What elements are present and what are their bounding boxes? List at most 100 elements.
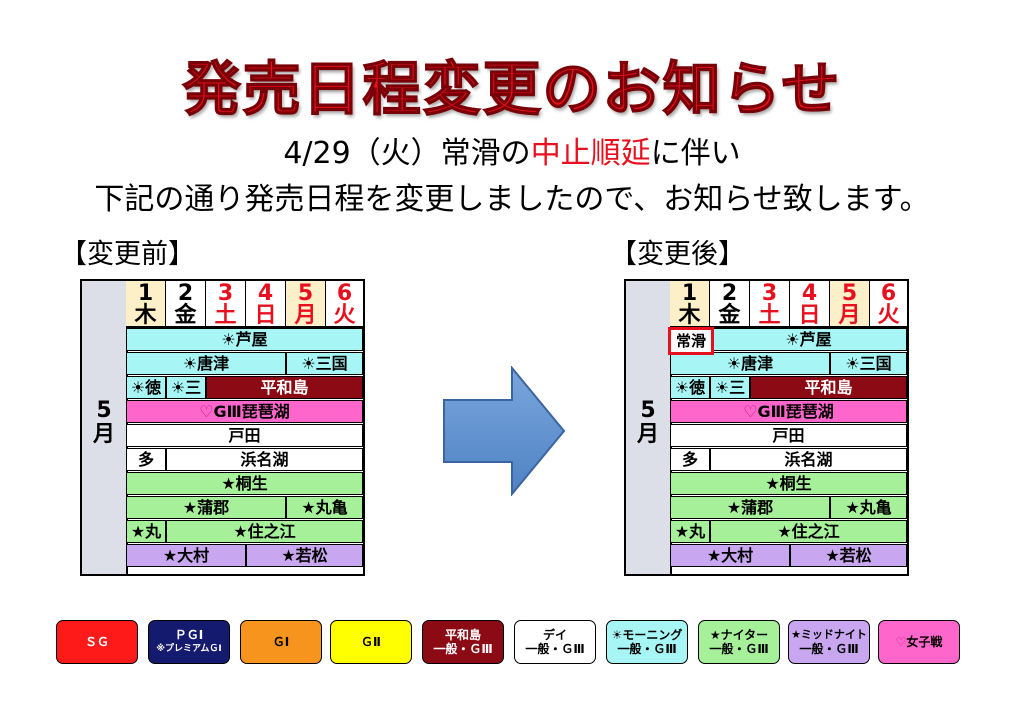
event-kiryu: ★桐生: [126, 472, 363, 495]
event-toda: 戸田: [670, 424, 907, 447]
legend-label: デイ: [542, 628, 567, 642]
event-mikuni: ☀三国: [286, 352, 363, 375]
month-column: 5月: [626, 281, 672, 574]
event-maru: ★丸: [670, 520, 710, 543]
legend-day: デイ一般・ＧⅢ: [514, 620, 596, 664]
day-of-week: 木: [678, 303, 701, 328]
legend-sublabel: 一般・ＧⅢ: [799, 642, 859, 656]
day-number: 5: [297, 281, 314, 306]
notice-highlight: 中止順延: [530, 136, 651, 171]
legend-label: ★ミッドナイト: [791, 628, 867, 641]
day-of-week: 火: [877, 303, 900, 328]
day-of-week: 月: [838, 303, 861, 328]
month-text: 5月: [93, 398, 116, 447]
legend-midnight: ★ミッドナイト一般・ＧⅢ: [788, 620, 870, 664]
event-maru: ★丸: [126, 520, 166, 543]
day-number: 4: [801, 281, 818, 306]
event-heiwajima: 平和島: [750, 376, 907, 399]
day-number: 1: [681, 281, 698, 306]
day-of-week: 日: [798, 303, 821, 328]
month-text: 5月: [637, 398, 660, 447]
event-ashiya: ☀芦屋: [126, 328, 363, 351]
day-of-week: 金: [174, 303, 197, 328]
day-of-week: 金: [718, 303, 741, 328]
day-number: 3: [217, 281, 234, 306]
day-of-week: 土: [214, 303, 237, 328]
legend-label: 平和島: [444, 628, 481, 642]
event-mikuni: ☀三国: [830, 352, 907, 375]
legend-heiwajima: 平和島一般・ＧⅢ: [422, 620, 504, 664]
day-number: 1: [137, 281, 154, 306]
event-omura: ★大村: [126, 544, 246, 567]
day-number: 2: [721, 281, 738, 306]
event-kiryu: ★桐生: [670, 472, 907, 495]
day-number: 2: [177, 281, 194, 306]
heart-icon: ♡: [743, 402, 758, 421]
event-biwako: ♡GⅢ琵琶湖: [126, 400, 363, 423]
day-of-week: 日: [254, 303, 277, 328]
event-biwako: ♡GⅢ琵琶湖: [670, 400, 907, 423]
legend-gii: ＧⅡ: [330, 620, 412, 664]
day-number: 5: [841, 281, 858, 306]
notice-text: 4/29（火）常滑の: [283, 136, 531, 171]
event-omura: ★大村: [670, 544, 790, 567]
right-arrow-icon: [443, 366, 566, 496]
day-of-week: 火: [333, 303, 356, 328]
day-number: 4: [257, 281, 274, 306]
event-gamagori: ★蒲郡: [670, 496, 830, 519]
event-mi: ☀三: [166, 376, 206, 399]
event-toku: ☀徳: [670, 376, 710, 399]
legend-label: ＳＧ: [84, 635, 109, 649]
legend-nighter: ★ナイター一般・ＧⅢ: [698, 620, 780, 664]
legend-morning: ☀モーニング一般・ＧⅢ: [606, 620, 688, 664]
day-of-week: 土: [758, 303, 781, 328]
event-ta: 多: [126, 448, 166, 471]
legend-sublabel: 一般・ＧⅢ: [617, 642, 677, 656]
event-mi: ☀三: [710, 376, 750, 399]
event-label: GⅢ琵琶湖: [757, 402, 834, 421]
legend-sublabel: 一般・ＧⅢ: [525, 642, 585, 656]
heart-icon: ♡: [199, 402, 214, 421]
event-marugame: ★丸亀: [286, 496, 363, 519]
event-toda: 戸田: [126, 424, 363, 447]
event-heiwajima: 平和島: [206, 376, 363, 399]
legend-sg: ＳＧ: [56, 620, 138, 664]
event-hamanako: 浜名湖: [166, 448, 363, 471]
day-number: 6: [336, 281, 353, 306]
day-of-week: 月: [294, 303, 317, 328]
legend-label: ＧⅠ: [272, 635, 290, 649]
legend-women: ♡女子戦: [878, 620, 960, 664]
notice-line-1: 4/29（火）常滑の中止順延に伴い: [0, 128, 1024, 172]
event-gamagori: ★蒲郡: [126, 496, 286, 519]
event-marugame: ★丸亀: [830, 496, 907, 519]
legend-label: ＰＧⅠ: [174, 628, 204, 642]
month-label: 5月: [626, 399, 670, 447]
event-tokoname: 常滑: [668, 327, 714, 355]
notice-line-2: 下記の通り発売日程を変更しましたので、お知らせ致します。: [94, 182, 930, 217]
legend-label: ☀モーニング: [611, 628, 683, 642]
month-label: 5月: [82, 399, 126, 447]
event-suminoe: ★住之江: [166, 520, 363, 543]
event-hamanako: 浜名湖: [710, 448, 907, 471]
legend-label: ★ナイター: [709, 628, 769, 642]
month-column: 5月: [82, 281, 128, 574]
before-label: 【変更前】: [60, 239, 195, 270]
event-label: GⅢ琵琶湖: [213, 402, 290, 421]
legend-label: ＧⅡ: [361, 635, 381, 649]
event-ashiya: ☀芦屋: [710, 328, 907, 351]
heart-icon: ♡: [895, 635, 907, 649]
legend-sublabel: ※プレミアムＧⅠ: [156, 644, 222, 654]
legend-gi: ＧⅠ: [240, 620, 322, 664]
event-toku: ☀徳: [126, 376, 166, 399]
